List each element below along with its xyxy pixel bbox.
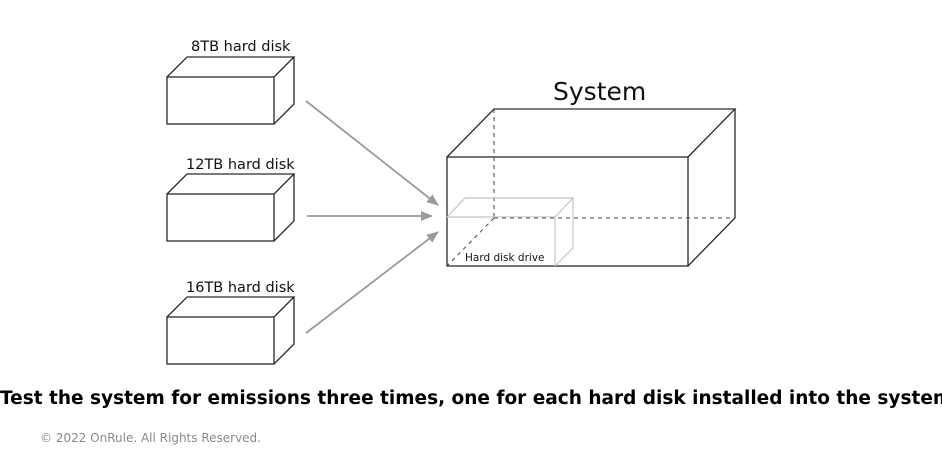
system-title: System <box>553 77 646 106</box>
system-box: System Hard disk drive <box>446 77 737 267</box>
disk-16tb-label: 16TB hard disk <box>186 280 295 296</box>
disk-8tb-label: 8TB hard disk <box>191 39 291 55</box>
disk-12tb-box <box>166 173 296 242</box>
disk-16tb-box <box>166 296 296 365</box>
hard-disk-drive-box <box>446 197 575 267</box>
disk-8tb: 8TB hard disk <box>166 39 296 125</box>
arrow-8tb-to-system <box>305 100 439 206</box>
copyright-notice: © 2022 OnRule. All Rights Reserved. <box>40 431 261 445</box>
hard-disk-drive-label: Hard disk drive <box>465 252 545 264</box>
arrow-16tb-to-system <box>305 231 439 334</box>
disk-12tb: 12TB hard disk <box>166 157 296 242</box>
disk-16tb: 16TB hard disk <box>166 280 296 365</box>
caption: Test the system for emissions three time… <box>0 388 942 409</box>
disk-12tb-label: 12TB hard disk <box>186 157 295 173</box>
disk-8tb-box <box>166 56 296 125</box>
